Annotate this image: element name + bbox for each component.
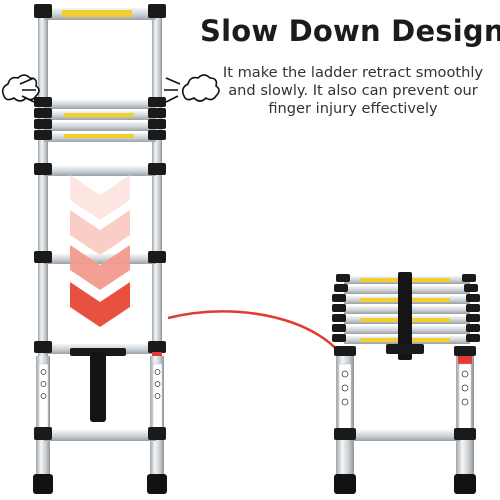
left-rail <box>38 6 48 492</box>
description-line: and slowly. It also can prevent our <box>228 82 478 99</box>
chevron-down-icon <box>70 175 130 327</box>
right-rail <box>152 6 162 492</box>
curved-arrow-icon <box>167 310 352 372</box>
retracting-rung-stack <box>34 97 166 142</box>
description-line: finger injury effectively <box>268 100 438 117</box>
headline: Slow Down Design <box>200 14 500 48</box>
description-line: It make the ladder retract smoothly <box>222 64 484 81</box>
puff-cloud-icon <box>164 74 220 103</box>
feature-description: It make the ladder retract smoothly and … <box>208 64 498 118</box>
extended-ladder <box>33 4 167 494</box>
carry-strap <box>398 272 412 360</box>
puff-cloud-icon <box>1 74 40 103</box>
carry-strap <box>90 352 106 422</box>
collapsed-ladder <box>332 272 480 494</box>
